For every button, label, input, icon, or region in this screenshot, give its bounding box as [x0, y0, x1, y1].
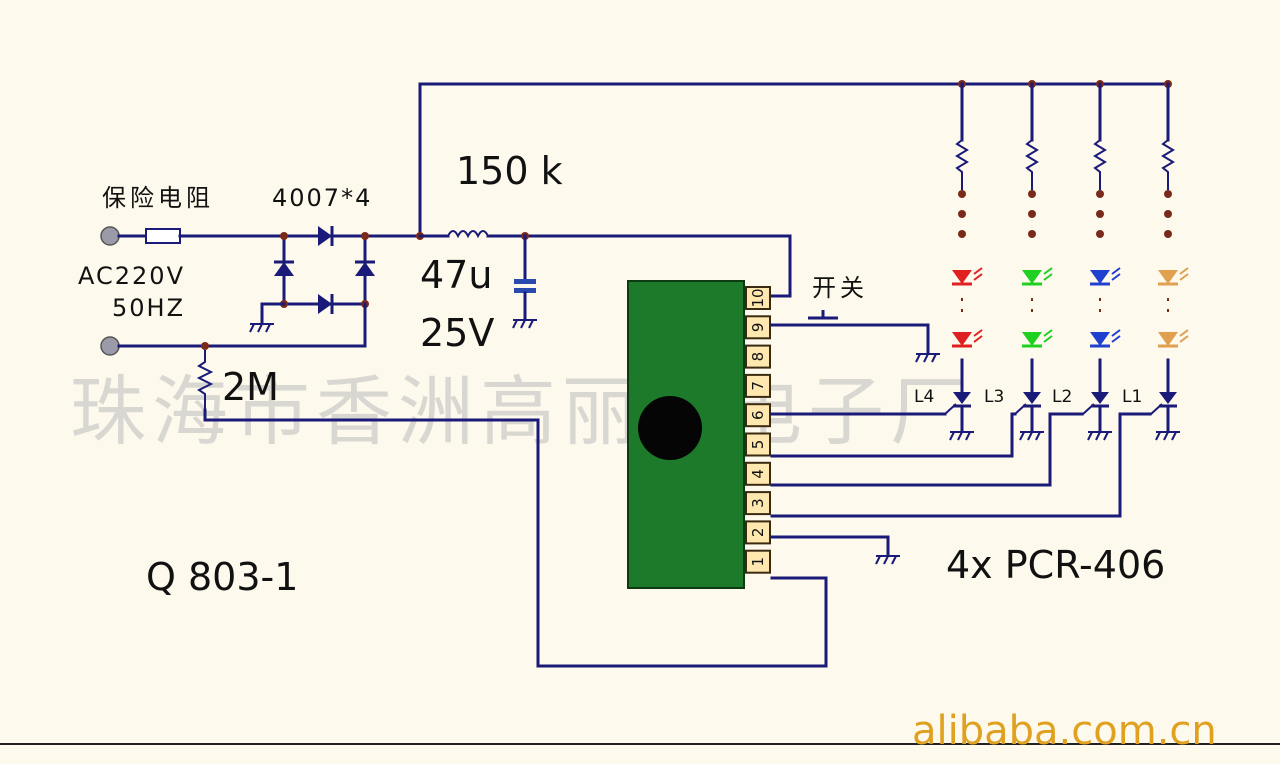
- led-series-resistor: [955, 139, 969, 190]
- diodes-label: 4007*4: [272, 184, 372, 212]
- capacitor-voltage-label: 25V: [420, 311, 494, 355]
- l3-label: L3: [984, 387, 1004, 407]
- ground-symbol: [949, 431, 974, 441]
- led-driver-label: 4x PCR-406: [946, 543, 1165, 587]
- ac-voltage-label: AC220V: [78, 262, 185, 290]
- resistor-2m-label: 2M: [222, 365, 279, 409]
- led-icon: [1022, 267, 1053, 286]
- resistor-2m: [196, 350, 214, 410]
- ground-symbol: [1087, 431, 1112, 441]
- fuse-resistor: [145, 228, 181, 244]
- ic-pin-number: 8: [749, 352, 767, 362]
- ic-pin-number: 6: [749, 410, 767, 420]
- led-series-resistor: [1093, 139, 1107, 190]
- capacitor-value-label: 47u: [420, 253, 492, 297]
- ic-pin-number: 10: [749, 288, 767, 307]
- diode-bottom: [318, 294, 334, 314]
- ic-hole: [638, 396, 702, 460]
- ic-pins: 10 9 8 7 6 5 4 3 2 1: [745, 286, 771, 574]
- driver-transistor: [1150, 392, 1177, 415]
- diode-top: [318, 226, 334, 246]
- model-label: Q 803-1: [146, 555, 298, 599]
- ic-pin-number: 7: [749, 381, 767, 391]
- led-icon: [952, 267, 983, 286]
- ic-pin: [745, 286, 771, 310]
- driver-transistor: [1014, 392, 1041, 415]
- ic-pin-number: 3: [749, 498, 767, 508]
- l4-label: L4: [914, 387, 934, 407]
- ground-symbol: [875, 555, 900, 565]
- switch-label: 开关: [812, 274, 868, 302]
- led-icon: [1022, 329, 1053, 348]
- led-series-resistor: [1025, 139, 1039, 190]
- led-series-resistor: [1161, 139, 1175, 190]
- ground-symbol: [1019, 431, 1044, 441]
- fuse-resistor-label: 保险电阻: [102, 184, 214, 212]
- ic-pin: [745, 315, 771, 340]
- l1-label: L1: [1122, 387, 1142, 407]
- ic-pin: [745, 520, 771, 545]
- led-icon: [1090, 267, 1121, 286]
- ac-terminal-bottom: [100, 336, 120, 356]
- led-icon: [952, 329, 983, 348]
- driver-transistor: [1082, 392, 1109, 415]
- ic-pin-number: 5: [749, 440, 767, 450]
- ac-frequency-label: 50HZ: [112, 294, 185, 322]
- ground-symbol: [1155, 431, 1180, 441]
- ic-pin-number: 2: [749, 528, 767, 538]
- ground-symbol: [249, 323, 274, 333]
- diode-right: [355, 260, 375, 276]
- led-icon: [1090, 329, 1121, 348]
- l2-label: L2: [1052, 387, 1072, 407]
- ground-symbol: [512, 319, 537, 329]
- ic-pin-number: 4: [749, 469, 767, 479]
- push-switch: [808, 310, 838, 320]
- ic-pin-number: 9: [749, 323, 767, 333]
- resistor-150k: [447, 230, 489, 239]
- resistor-150k-label: 150 k: [456, 149, 563, 193]
- ic-pin: [745, 491, 771, 516]
- ic-pin: [745, 549, 771, 574]
- led-strings: [944, 80, 1189, 441]
- ic-pin: [745, 373, 771, 398]
- ic-pin: [745, 344, 771, 369]
- ic-pin: [745, 403, 771, 428]
- ac-terminal-top: [100, 226, 120, 246]
- ic-pin: [745, 461, 771, 486]
- watermark-text: 珠海市香洲高丽宝电子厂: [70, 367, 972, 456]
- capacitor-47u: [514, 279, 536, 284]
- brand-watermark: alibaba.com.cn: [912, 708, 1217, 754]
- led-icon: [1158, 267, 1189, 286]
- diode-left: [274, 260, 294, 276]
- ic-pin-number: 1: [749, 557, 767, 567]
- ic-pin: [745, 432, 771, 457]
- led-icon: [1158, 329, 1189, 348]
- ground-symbol: [915, 353, 940, 363]
